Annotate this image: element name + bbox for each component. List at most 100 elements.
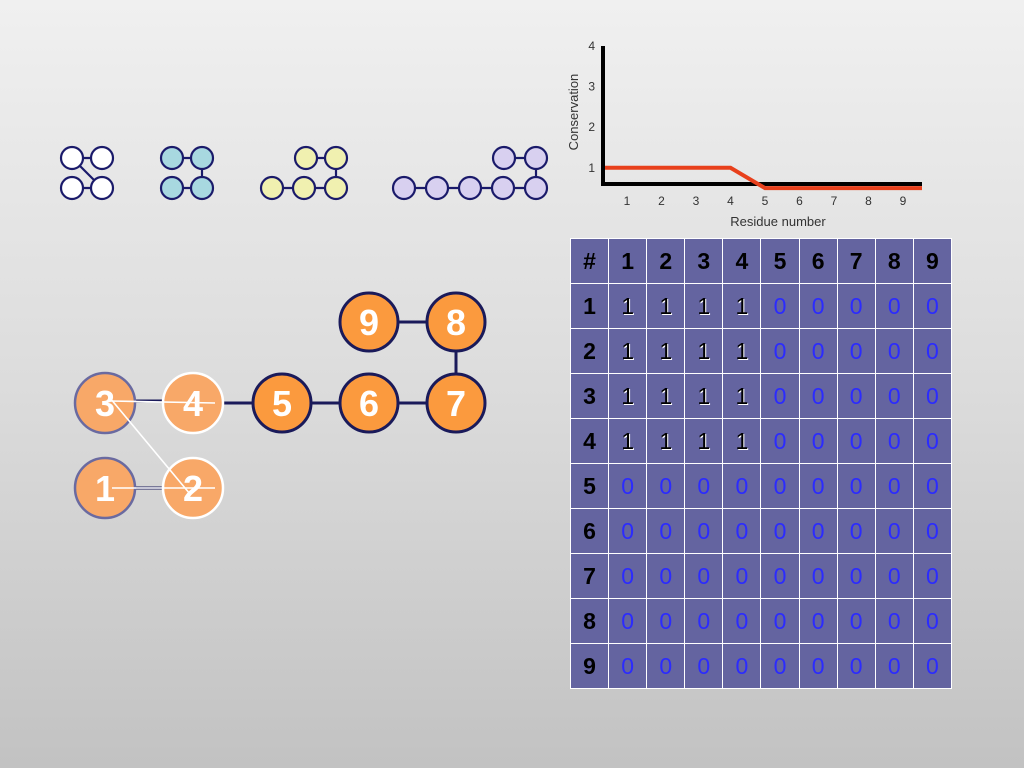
folding-stage-2 [159,145,215,201]
matrix-cell: 0 [722,463,762,509]
stage-2-node [159,145,185,171]
matrix-row-header: 6 [569,508,610,554]
stage-1-node [89,145,115,171]
matrix-cell: 0 [798,283,838,329]
matrix-cell: 0 [912,553,953,599]
matrix-cell: 0 [684,553,724,599]
matrix-cell: 0 [836,508,876,554]
matrix-cell: 0 [646,463,686,509]
stage-4-node [457,175,483,201]
matrix-cell: 0 [608,598,648,644]
chart-x-tick-label: 4 [727,194,734,208]
matrix-cell: 1 [684,373,724,419]
matrix-cell: 0 [912,508,953,554]
matrix-cell: 0 [798,598,838,644]
matrix-cell: 1 [646,373,686,419]
matrix-cell: 0 [836,553,876,599]
matrix-cell: 0 [874,283,914,329]
matrix-column-header: 5 [760,238,800,284]
matrix-row-header: 3 [569,373,610,419]
matrix-cell: 0 [760,643,800,689]
chart-x-tick-label: 6 [796,194,803,208]
chain-node-7 [425,372,487,434]
stage-3-node [291,175,317,201]
matrix-cell: 1 [608,373,648,419]
matrix-cell: 0 [760,373,800,419]
matrix-cell: 0 [798,508,838,554]
matrix-cell: 0 [912,283,953,329]
matrix-cell: 0 [874,373,914,419]
matrix-cell: 0 [760,283,800,329]
stage-3-node [323,145,349,171]
chart-x-tick-label: 1 [624,194,631,208]
chain-node-5 [251,372,313,434]
chart-y-axis-label: Conservation [566,74,581,151]
matrix-cell: 0 [874,508,914,554]
chart-x-tick-label: 3 [693,194,700,208]
matrix-cell: 0 [646,508,686,554]
matrix-cell: 1 [722,283,762,329]
folding-stage-4 [391,145,549,201]
stage-4-node [491,145,517,171]
folding-stage-1 [59,145,115,201]
matrix-row-header: 8 [569,598,610,644]
matrix-cell: 0 [912,643,953,689]
matrix-cell: 1 [608,328,648,374]
matrix-cell: 0 [722,643,762,689]
chain-node-3-label: 3 [95,383,115,424]
matrix-cell: 0 [760,463,800,509]
matrix-cell: 1 [646,418,686,464]
matrix-cell: 0 [798,553,838,599]
matrix-cell: 1 [722,373,762,419]
stage-4-node [523,145,549,171]
conservation-line [605,165,922,191]
matrix-cell: 0 [836,283,876,329]
stage-1-node [59,175,85,201]
matrix-corner: # [569,238,610,284]
matrix-column-header: 6 [798,238,838,284]
protein-chain-diagram: 1 2 3 4 5 6 7 8 9 [73,291,487,520]
stage-4-node [391,175,417,201]
stage-4-node [490,175,516,201]
chart-x-tick-label: 2 [658,194,665,208]
matrix-cell: 1 [684,418,724,464]
chart-y-tick-label: 2 [588,120,595,134]
matrix-cell: 1 [684,328,724,374]
matrix-cell: 0 [684,598,724,644]
folding-stages [59,145,549,201]
matrix-cell: 0 [798,373,838,419]
matrix-column-header: 3 [684,238,724,284]
matrix-cell: 0 [608,463,648,509]
matrix-cell: 0 [760,598,800,644]
matrix-cell: 0 [874,643,914,689]
matrix-cell: 0 [722,553,762,599]
matrix-cell: 1 [646,283,686,329]
matrix-cell: 0 [874,598,914,644]
stage-3-node [259,175,285,201]
chain-node-3 [73,371,137,435]
chain-node-8 [425,291,487,353]
matrix-row-header: 7 [569,553,610,599]
matrix-cell: 0 [722,508,762,554]
matrix-cell: 0 [646,598,686,644]
chain-node-8-label: 8 [446,302,466,343]
matrix-cell: 0 [760,553,800,599]
matrix-cell: 1 [722,418,762,464]
matrix-column-header: 2 [646,238,686,284]
matrix-row-header: 5 [569,463,610,509]
chain-node-1-label: 1 [95,468,115,509]
matrix-cell: 0 [646,553,686,599]
matrix-cell: 0 [798,418,838,464]
